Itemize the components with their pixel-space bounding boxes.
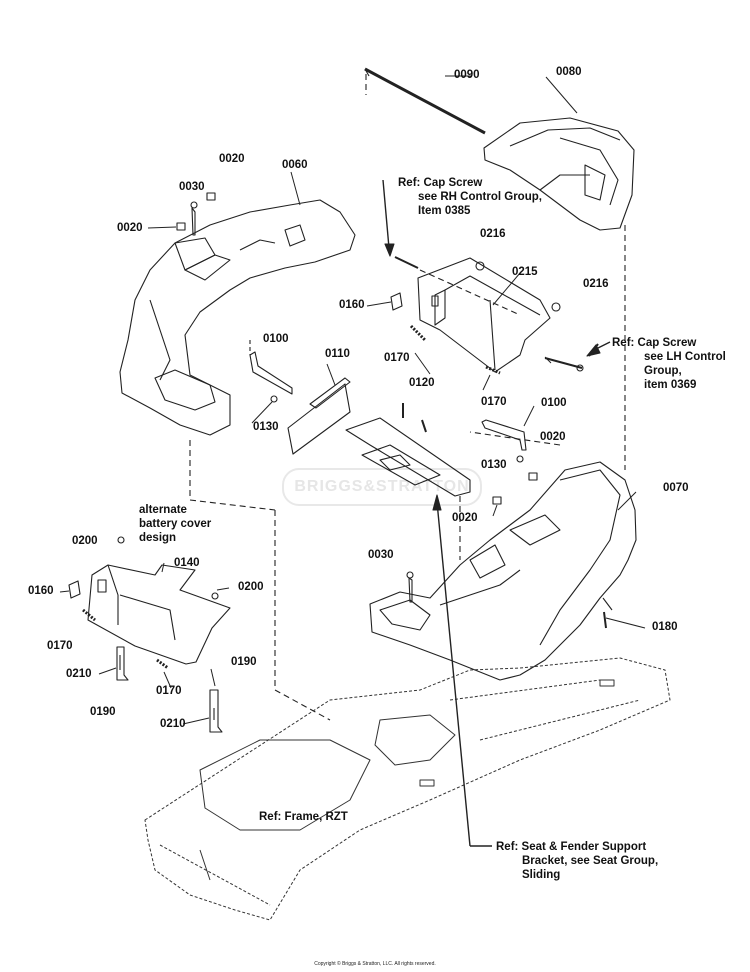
part-0020-clip-left bbox=[176, 222, 186, 231]
label-0070: 0070 bbox=[663, 482, 689, 494]
label-0080: 0080 bbox=[556, 66, 582, 78]
frame-ref: Ref: Frame, RZT bbox=[259, 810, 348, 824]
label-0030-low: 0030 bbox=[368, 549, 394, 561]
label-0170-alt: 0170 bbox=[47, 640, 73, 652]
part-0170-spring-alt bbox=[82, 608, 96, 622]
part-0070-right-fender bbox=[369, 431, 637, 681]
part-0080-battery-cover bbox=[483, 117, 635, 470]
alt-note-line-1: alternate bbox=[139, 504, 187, 516]
rh-cap-screw-ref: Ref: Cap Screw see RH Control Group, Ite… bbox=[398, 176, 542, 218]
seat-fender-support-bracket bbox=[345, 417, 471, 497]
label-0190-right: 0190 bbox=[231, 656, 257, 668]
label-0216-top: 0216 bbox=[480, 228, 506, 240]
part-0140-alt-battery-cover bbox=[87, 536, 231, 665]
label-0130-left: 0130 bbox=[253, 421, 279, 433]
label-0200-right: 0200 bbox=[238, 581, 264, 593]
label-0090: 0090 bbox=[454, 69, 480, 81]
label-0210-bottom: 0210 bbox=[160, 718, 186, 730]
label-0110: 0110 bbox=[325, 348, 350, 360]
part-0130-washer-right bbox=[516, 455, 524, 463]
part-0110-plate bbox=[287, 377, 351, 455]
label-0020-mid-right: 0020 bbox=[540, 431, 566, 443]
part-0160-clip-alt bbox=[68, 580, 81, 599]
part-0030-screw-top bbox=[190, 201, 198, 236]
part-0170-spring-alt2 bbox=[156, 658, 169, 670]
part-0160-clip-mid bbox=[390, 292, 403, 311]
part-0170-spring-right bbox=[485, 365, 501, 375]
frame-rzt bbox=[144, 657, 671, 921]
part-0130-washer-left bbox=[270, 395, 278, 403]
label-0170-alt2: 0170 bbox=[156, 685, 182, 697]
alt-note-line-3: design bbox=[139, 532, 177, 544]
label-0200-top: 0200 bbox=[72, 535, 98, 547]
part-0060-left-fender bbox=[119, 199, 356, 721]
label-0216-right: 0216 bbox=[583, 278, 609, 290]
seat-fender-ref: Ref: Seat & Fender Support Bracket, see … bbox=[496, 840, 658, 882]
rh-ref-line-2: see RH Control Group, bbox=[418, 191, 542, 203]
label-0020-left: 0020 bbox=[117, 222, 143, 234]
part-0030-screw-low bbox=[406, 571, 414, 603]
label-0160-alt: 0160 bbox=[28, 585, 54, 597]
watermark-logo: BRIGGS&STRATTON bbox=[282, 468, 482, 506]
label-0100-left: 0100 bbox=[263, 333, 289, 345]
label-0170-right: 0170 bbox=[481, 396, 507, 408]
lh-cap-screw bbox=[544, 357, 584, 372]
lh-ref-line-4: item 0369 bbox=[644, 379, 697, 391]
seat-ref-line-3: Sliding bbox=[522, 869, 561, 881]
lh-cap-screw-ref: Ref: Cap Screw see LH Control Group, ite… bbox=[612, 336, 726, 392]
label-0215: 0215 bbox=[512, 266, 538, 278]
label-0210-left: 0210 bbox=[66, 668, 92, 680]
seat-ref-line-1: Ref: Seat & Fender Support bbox=[496, 841, 647, 853]
label-0100-right: 0100 bbox=[541, 397, 567, 409]
label-0190-left: 0190 bbox=[90, 706, 116, 718]
part-0020-clip-mid-right bbox=[528, 472, 538, 481]
rh-ref-line-3: Item 0385 bbox=[418, 205, 471, 217]
seat-ref-line-2: Bracket, see Seat Group, bbox=[522, 855, 659, 867]
part-0100-bracket-right bbox=[481, 419, 527, 451]
label-0020-top: 0020 bbox=[219, 153, 245, 165]
label-0060: 0060 bbox=[282, 159, 308, 171]
part-0090-rod bbox=[364, 67, 486, 135]
label-0020-low: 0020 bbox=[452, 512, 478, 524]
rh-cap-screw bbox=[394, 256, 521, 316]
part-0190-bracket-right bbox=[209, 689, 223, 733]
part-0020-clip-top bbox=[206, 192, 216, 201]
lh-ref-line-1: Ref: Cap Screw bbox=[612, 337, 697, 349]
part-0100-bracket-left bbox=[249, 340, 293, 395]
label-0180: 0180 bbox=[652, 621, 678, 633]
alt-battery-cover-note: alternate battery cover design bbox=[139, 503, 211, 545]
label-0140: 0140 bbox=[174, 557, 200, 569]
lh-cap-screw-leader bbox=[586, 341, 611, 357]
part-0120-bolts bbox=[402, 403, 427, 433]
label-0030-top: 0030 bbox=[179, 181, 205, 193]
copyright-footer: Copyright © Briggs & Stratton, LLC. All … bbox=[314, 961, 436, 967]
rh-cap-screw-leader bbox=[382, 179, 395, 257]
label-0170-mid: 0170 bbox=[384, 352, 410, 364]
part-0170-spring-mid bbox=[409, 324, 427, 342]
rh-ref-line-1: Ref: Cap Screw bbox=[398, 177, 483, 189]
part-0215-bracket bbox=[417, 257, 561, 373]
lh-ref-line-3: Group, bbox=[644, 365, 682, 377]
label-0130-right: 0130 bbox=[481, 459, 507, 471]
frame-ref-line-1: Ref: Frame, RZT bbox=[259, 811, 348, 823]
part-0190-bracket-left bbox=[116, 646, 129, 681]
lh-ref-line-2: see LH Control bbox=[644, 351, 726, 363]
seat-ref-leader bbox=[432, 494, 492, 847]
label-0120: 0120 bbox=[409, 377, 435, 389]
label-0160-mid: 0160 bbox=[339, 299, 365, 311]
alt-note-line-2: battery cover bbox=[139, 518, 212, 530]
part-0020-clip-low bbox=[492, 496, 502, 505]
